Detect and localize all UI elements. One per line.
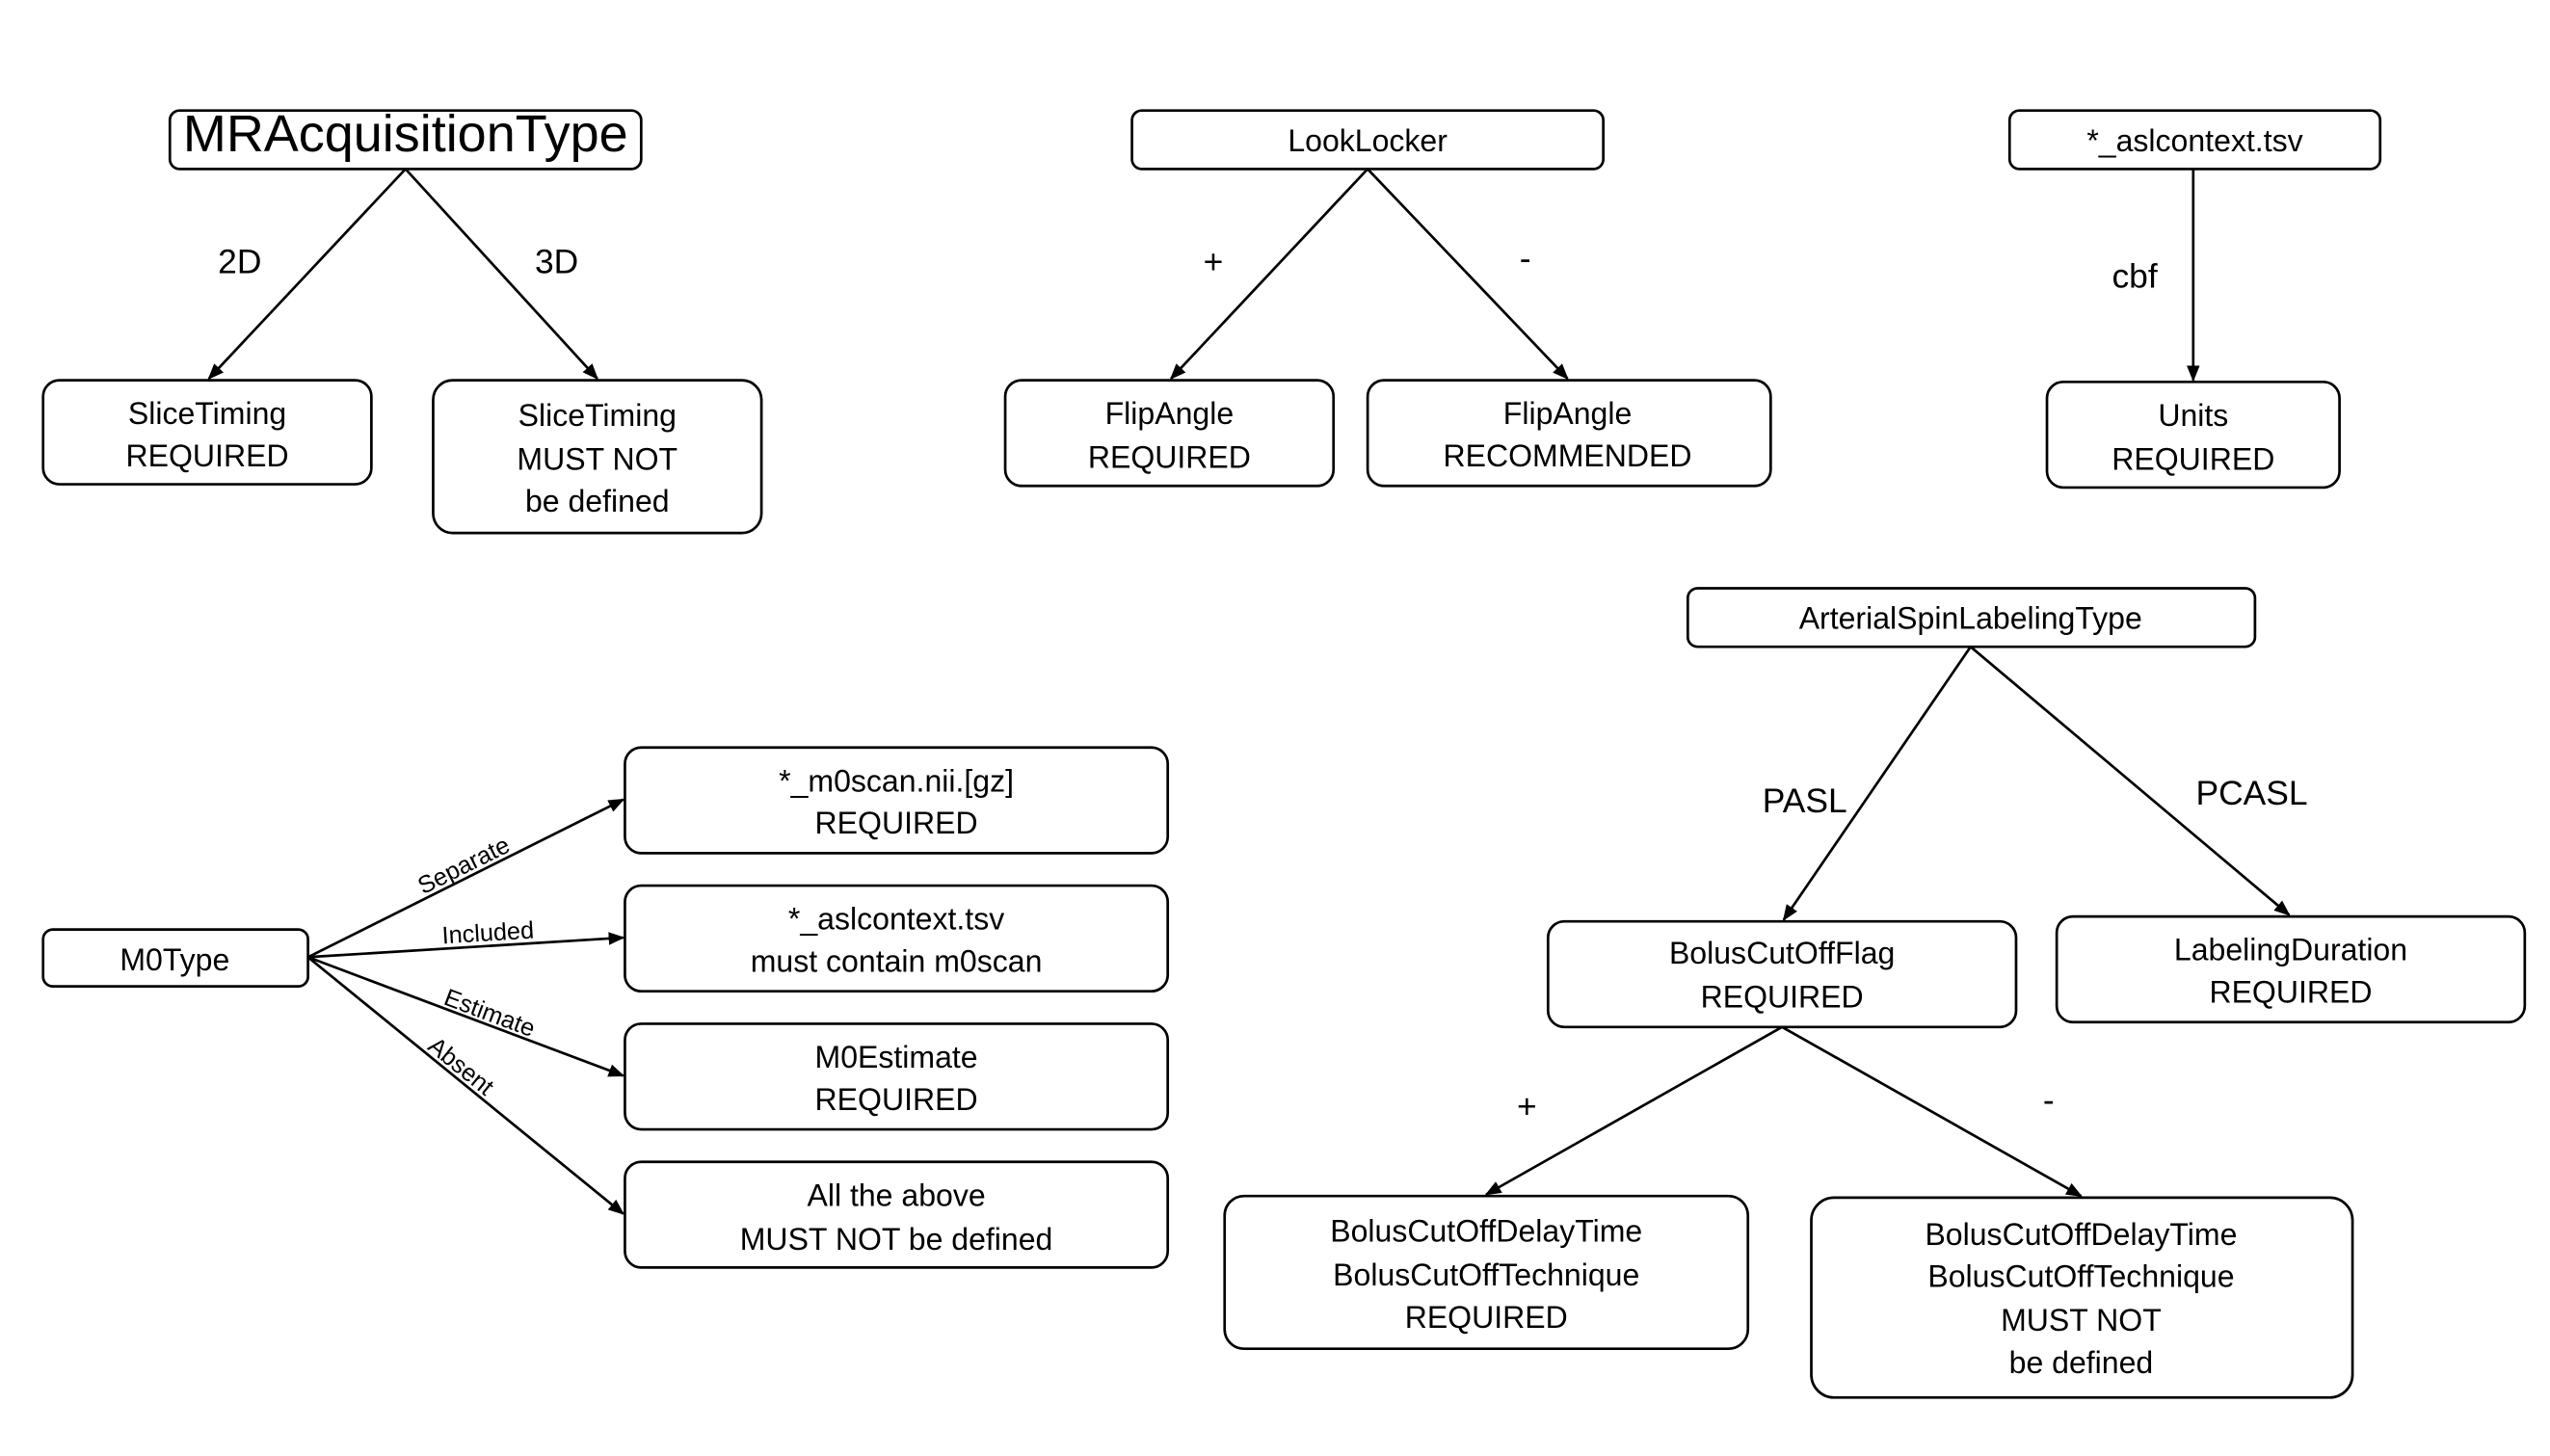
- asltype-labeling-line1: LabelingDuration: [2174, 933, 2407, 967]
- m0type-separate-edge-label: Separate: [413, 832, 514, 900]
- asltype-minus-edge: [1781, 1025, 2083, 1198]
- asltype-minus-line4: be defined: [2009, 1345, 2154, 1380]
- asltype-minus-edge-label: -: [2043, 1080, 2055, 1119]
- m0type-absent-box: [624, 1160, 1170, 1269]
- asltype-minus-line1: BolusCutOffDelayTime: [1925, 1217, 2237, 1252]
- mracq-2d-label: 2D: [218, 242, 261, 280]
- mracq-3d-edge: [404, 168, 598, 381]
- aslcontext-units-line1: Units: [2158, 398, 2228, 433]
- m0type-separate-line2: REQUIRED: [815, 806, 978, 840]
- aslcontext-units-box: [2045, 380, 2341, 490]
- m0type-absent-edge-label: Absent: [423, 1032, 499, 1100]
- m0type-estimate-line1: M0Estimate: [815, 1040, 978, 1074]
- m0type-absent-line1: All the above: [807, 1178, 985, 1212]
- m0type-absent-edge: [306, 956, 625, 1215]
- asltype-plus-edge-label: +: [1517, 1087, 1537, 1125]
- m0type-included-edge: [307, 932, 625, 959]
- asltype-pcasl-label: PCASL: [2195, 774, 2307, 812]
- asltype-bolus-line2: REQUIRED: [1701, 980, 1864, 1015]
- m0type-estimate-box: [624, 1022, 1170, 1131]
- asltype-plus-line1: BolusCutOffDelayTime: [1330, 1213, 1642, 1248]
- aslcontext-units-line2: REQUIRED: [2112, 441, 2274, 476]
- looklocker-plus-line2: REQUIRED: [1088, 440, 1251, 475]
- mracq-2d-box: [41, 379, 373, 486]
- aslcontext-root-box: [2007, 109, 2382, 171]
- looklocker-plus-label: +: [1204, 242, 1224, 280]
- looklocker-root-label: LookLocker: [1288, 123, 1448, 158]
- mracq-3d-line2: MUST NOT: [517, 441, 677, 476]
- asltype-root-label: ArterialSpinLabelingType: [1799, 601, 2142, 636]
- looklocker-minus-line2: RECOMMENDED: [1444, 438, 1692, 473]
- m0type-absent-line2: MUST NOT be defined: [740, 1222, 1053, 1257]
- m0type-separate-edge: [306, 798, 625, 959]
- mracq-3d-line3: be defined: [525, 484, 670, 518]
- asltype-pasl-edge: [1782, 646, 1972, 921]
- asltype-pcasl-edge: [1969, 646, 2291, 916]
- asltype-bolus-line1: BolusCutOffFlag: [1669, 936, 1895, 970]
- mracq-2d-edge: [207, 168, 407, 381]
- looklocker-plus-box: [1003, 379, 1336, 488]
- m0type-estimate-edge: [307, 956, 625, 1077]
- asltype-pasl-label: PASL: [1763, 781, 1847, 820]
- asltype-minus-line2: BolusCutOffTechnique: [1927, 1259, 2234, 1294]
- m0type-included-box: [624, 884, 1170, 993]
- m0type-included-line1: *_aslcontext.tsv: [788, 902, 1004, 937]
- asltype-labeling-box: [2055, 914, 2527, 1024]
- m0type-estimate-line2: REQUIRED: [815, 1082, 978, 1117]
- mracq-2d-line2: REQUIRED: [126, 438, 289, 473]
- looklocker-plus-edge: [1169, 168, 1369, 381]
- looklocker-minus-edge: [1367, 168, 1569, 381]
- asltype-minus-box: [1810, 1196, 2354, 1399]
- asltype-plus-box: [1223, 1194, 1750, 1351]
- asltype-labeling-line2: REQUIRED: [2209, 974, 2372, 1009]
- looklocker-minus-line1: FlipAngle: [1503, 396, 1633, 431]
- m0type-separate-box: [624, 746, 1170, 855]
- m0type-included-edge-label: Included: [441, 917, 535, 950]
- looklocker-minus-box: [1366, 379, 1772, 488]
- mracq-2d-line1: SliceTiming: [128, 396, 286, 431]
- mracq-3d-line1: SliceTiming: [518, 398, 677, 433]
- mracq-3d-box: [432, 379, 763, 535]
- mracq-root-label: MRAcquisitionType: [183, 105, 628, 163]
- asltype-plus-line3: REQUIRED: [1405, 1300, 1568, 1335]
- m0type-included-line2: must contain m0scan: [751, 943, 1043, 978]
- m0type-estimate-edge-label: Estimate: [440, 984, 539, 1043]
- mracq-3d-label: 3D: [535, 242, 578, 280]
- asltype-minus-line3: MUST NOT: [2001, 1303, 2162, 1337]
- looklocker-plus-line1: FlipAngle: [1105, 396, 1235, 431]
- looklocker-minus-label: -: [1520, 239, 1531, 278]
- aslcontext-root-label: *_aslcontext.tsv: [2086, 123, 2302, 158]
- aslcontext-cbf-label: cbf: [2112, 256, 2157, 295]
- asltype-plus-edge: [1484, 1025, 1783, 1196]
- m0type-separate-line1: *_m0scan.nii.[gz]: [779, 763, 1014, 798]
- m0type-root-label: M0Type: [120, 942, 229, 977]
- asltype-plus-line2: BolusCutOffTechnique: [1333, 1257, 1639, 1292]
